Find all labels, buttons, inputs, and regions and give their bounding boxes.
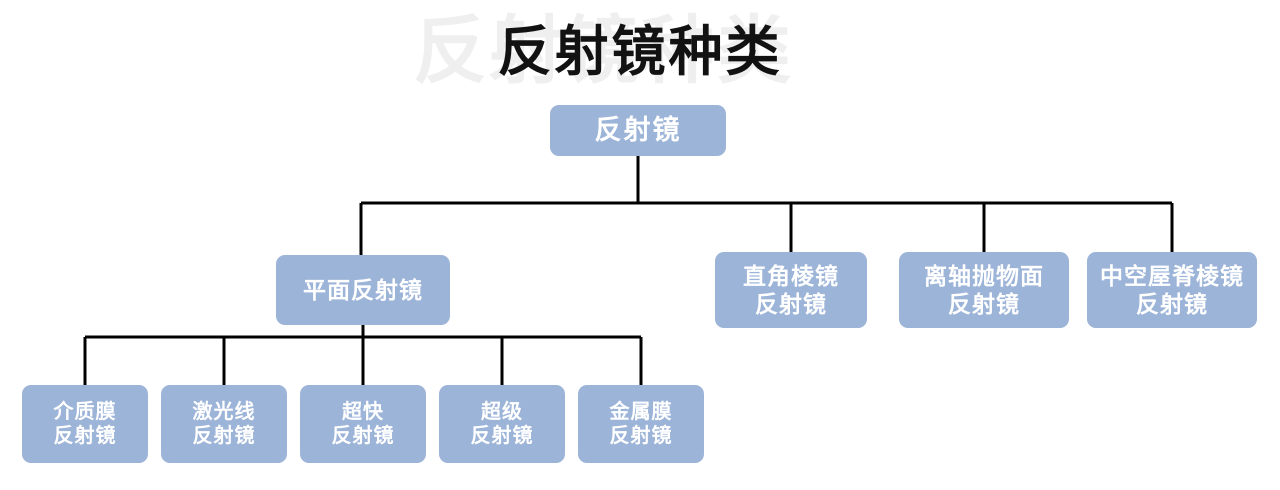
node-supermirror[interactable]: 超级 反射镜 [439,385,565,463]
node-ultrafast[interactable]: 超快 反射镜 [300,385,426,463]
node-laserline[interactable]: 激光线 反射镜 [161,385,287,463]
title-watermark-text: 反射镜种类 [413,9,793,92]
node-root[interactable]: 反射镜 [550,105,726,156]
diagram-title-block: 反射镜种类 反射镜种类 [0,0,1280,105]
page-title: 反射镜种类 [497,22,783,82]
node-prism[interactable]: 直角棱镜 反射镜 [715,252,867,328]
node-planar[interactable]: 平面反射镜 [276,255,450,325]
node-metallic[interactable]: 金属膜 反射镜 [578,385,704,463]
node-dielectric[interactable]: 介质膜 反射镜 [22,385,148,463]
node-oap[interactable]: 离轴抛物面 反射镜 [899,252,1069,328]
node-roof[interactable]: 中空屋脊棱镜 反射镜 [1087,252,1257,328]
